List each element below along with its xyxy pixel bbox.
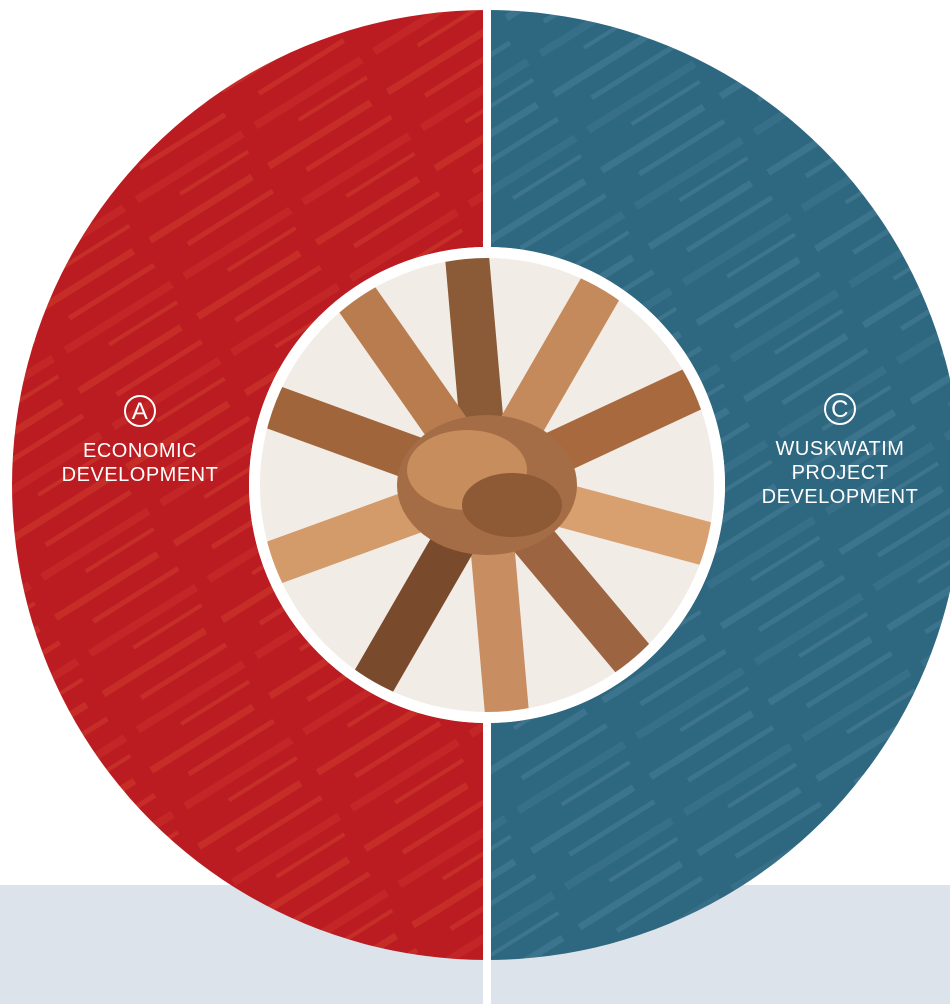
segment-a-label-line: DEVELOPMENT [61,464,219,486]
segment-c-label-line: PROJECT [791,462,889,484]
segment-a-letter-badge: A [124,395,156,427]
segment-c-label-line: DEVELOPMENT [761,486,919,508]
segment-wuskwatim-project-development [487,10,950,960]
segment-c-label: C WUSKWATIM PROJECT DEVELOPMENT [725,393,950,509]
segment-a-label-line: ECONOMIC [83,440,197,462]
segment-c-label-line: WUSKWATIM [775,438,905,460]
segment-c-letter-badge: C [824,393,856,425]
center-hands-photo [249,247,725,723]
segment-economic-development [12,10,487,960]
segment-a-label: A ECONOMIC DEVELOPMENT [20,395,260,487]
